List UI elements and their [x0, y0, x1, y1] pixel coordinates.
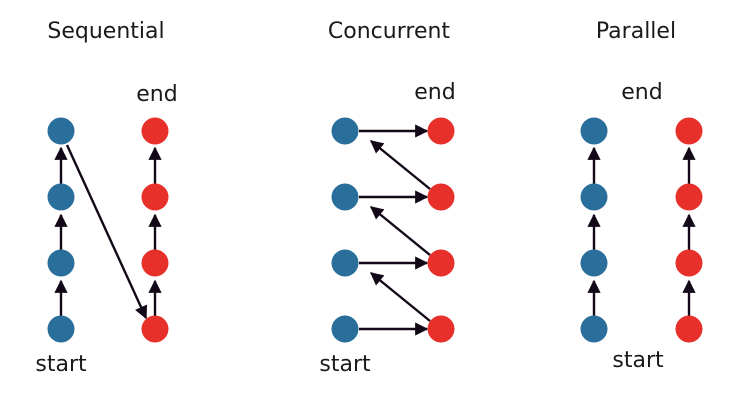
concurrent-edges [359, 124, 431, 336]
parallel-start-label: start [612, 348, 664, 373]
sequential-blue-node-4 [47, 117, 75, 145]
sequential-blue-node-1 [47, 315, 75, 343]
concurrent-blue-node-3 [331, 183, 359, 211]
sequential-red-node-3 [141, 183, 169, 211]
sequential-edges [54, 144, 162, 320]
parallel-red-node-2 [675, 249, 703, 277]
parallel-red-node-1 [675, 315, 703, 343]
concurrent-blue-node-2 [331, 249, 359, 277]
sequential-edge-b4-r1 [65, 144, 148, 320]
sequential-title: Sequential [47, 19, 164, 44]
sequential-blue-node-3 [47, 183, 75, 211]
parallel-nodes [580, 117, 703, 343]
concurrent-blue-node-1 [331, 315, 359, 343]
parallel-blue-node-3 [580, 183, 608, 211]
concurrent-edge-r2-b3 [369, 206, 431, 256]
sequential-start-label: start [35, 352, 87, 377]
sequential-red-node-2 [141, 249, 169, 277]
concurrent-nodes [331, 117, 455, 343]
concurrent-red-node-3 [427, 183, 455, 211]
sequential-end-label: end [136, 82, 177, 107]
concurrent-edge-r3-b4 [369, 140, 431, 190]
parallel-blue-node-2 [580, 249, 608, 277]
parallel-title: Parallel [596, 19, 676, 44]
sequential-red-node-1 [141, 315, 169, 343]
concurrent-red-node-2 [427, 249, 455, 277]
concurrent-red-node-4 [427, 117, 455, 145]
concurrent-start-label: start [319, 352, 371, 377]
sequential-blue-node-2 [47, 249, 75, 277]
parallel-red-node-3 [675, 183, 703, 211]
sequential-nodes [47, 117, 169, 343]
sequential-red-node-4 [141, 117, 169, 145]
parallel-red-node-4 [675, 117, 703, 145]
parallel-edges [587, 146, 696, 316]
concurrent-edge-r1-b2 [369, 272, 431, 322]
parallel-blue-node-4 [580, 117, 608, 145]
concurrent-blue-node-4 [331, 117, 359, 145]
parallel-blue-node-1 [580, 315, 608, 343]
parallel-end-label: end [621, 80, 662, 105]
concurrent-end-label: end [414, 80, 455, 105]
concurrent-title: Concurrent [328, 19, 451, 44]
concurrent-red-node-1 [427, 315, 455, 343]
